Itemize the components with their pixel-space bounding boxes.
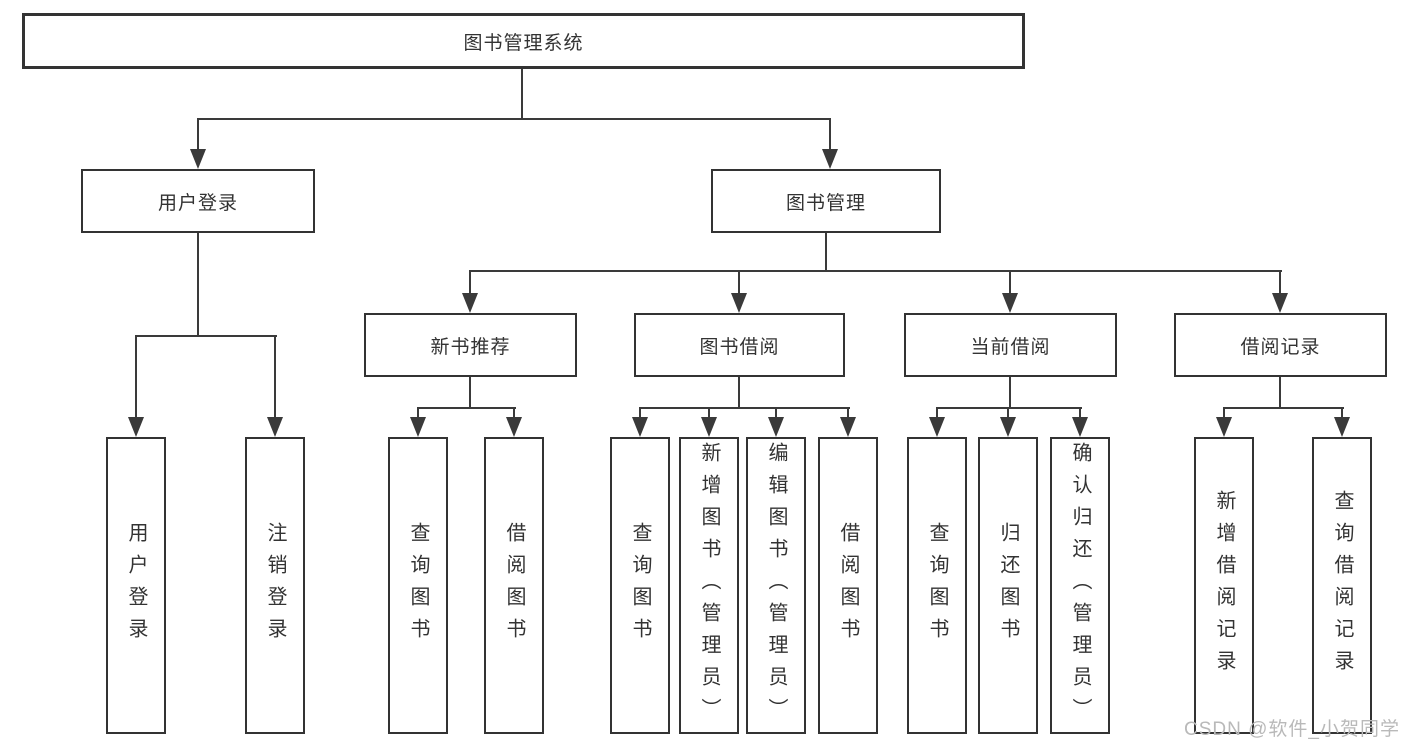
leaf-label: 注销登录 — [264, 521, 286, 650]
leaf-label: 查询图书 — [407, 521, 429, 650]
node-book-borrowing: 图书借阅 — [634, 313, 845, 377]
arrowhead-down-icon — [731, 293, 747, 313]
leaf-edit-books-admin: 编辑图书（管理员） — [746, 437, 806, 734]
connector-vline — [274, 335, 276, 417]
connector-vline — [469, 270, 471, 295]
connector-vline — [1341, 407, 1343, 419]
leaf-label: 归还图书 — [997, 521, 1019, 650]
node-current-borrowing: 当前借阅 — [904, 313, 1117, 377]
arrowhead-down-icon — [822, 149, 838, 169]
leaf-label: 新增借阅记录 — [1213, 489, 1235, 682]
leaf-user-login: 用户登录 — [106, 437, 166, 734]
arrowhead-down-icon — [267, 417, 283, 437]
connector-hline — [197, 118, 831, 120]
arrowhead-down-icon — [1272, 293, 1288, 313]
node-label: 新书推荐 — [430, 336, 511, 358]
connector-vline — [738, 377, 740, 409]
node-root-system: 图书管理系统 — [22, 13, 1025, 69]
node-label: 当前借阅 — [970, 336, 1051, 358]
node-borrowing-records: 借阅记录 — [1174, 313, 1387, 377]
leaf-label: 编辑图书（管理员） — [765, 441, 787, 730]
arrowhead-down-icon — [840, 417, 856, 437]
node-label: 图书借阅 — [699, 336, 780, 358]
leaf-label: 借阅图书 — [503, 521, 525, 650]
connector-vline — [1079, 407, 1081, 419]
connector-vline — [1009, 377, 1011, 409]
arrowhead-down-icon — [1216, 417, 1232, 437]
node-label: 借阅记录 — [1240, 336, 1321, 358]
leaf-query-books-borrowing: 查询图书 — [610, 437, 670, 734]
connector-vline — [135, 335, 137, 417]
connector-vline — [829, 118, 831, 149]
arrowhead-down-icon — [1072, 417, 1088, 437]
connector-vline — [1279, 377, 1281, 409]
connector-vline — [775, 407, 777, 419]
connector-hline — [639, 407, 850, 409]
arrowhead-down-icon — [462, 293, 478, 313]
leaf-add-borrow-record: 新增借阅记录 — [1194, 437, 1254, 734]
arrowhead-down-icon — [768, 417, 784, 437]
leaf-borrow-books-borrowing: 借阅图书 — [818, 437, 878, 734]
leaf-logout-login: 注销登录 — [245, 437, 305, 734]
leaf-add-books-admin: 新增图书（管理员） — [679, 437, 739, 734]
connector-hline — [469, 270, 1282, 272]
connector-vline — [1007, 407, 1009, 419]
connector-vline — [1223, 407, 1225, 419]
arrowhead-down-icon — [410, 417, 426, 437]
arrowhead-down-icon — [701, 417, 717, 437]
arrowhead-down-icon — [190, 149, 206, 169]
csdn-watermark: CSDN @软件_小贺同学 — [1184, 719, 1400, 740]
connector-vline — [738, 270, 740, 295]
connector-vline — [936, 407, 938, 419]
node-label: 用户登录 — [157, 192, 238, 214]
connector-vline — [1009, 270, 1011, 295]
leaf-confirm-return-admin: 确认归还（管理员） — [1050, 437, 1110, 734]
leaf-label: 查询图书 — [926, 521, 948, 650]
connector-vline — [1279, 270, 1281, 295]
leaf-label: 用户登录 — [125, 521, 147, 650]
arrowhead-down-icon — [929, 417, 945, 437]
connector-hline — [1223, 407, 1344, 409]
leaf-label: 确认归还（管理员） — [1069, 441, 1091, 730]
connector-vline — [197, 233, 199, 337]
leaf-borrow-books-recommend: 借阅图书 — [484, 437, 544, 734]
leaf-label: 新增图书（管理员） — [698, 441, 720, 730]
leaf-label: 借阅图书 — [837, 521, 859, 650]
node-new-book-recommend: 新书推荐 — [364, 313, 577, 377]
arrowhead-down-icon — [1002, 293, 1018, 313]
node-label: 图书管理系统 — [463, 32, 584, 54]
connector-vline — [639, 407, 641, 419]
connector-hline — [135, 335, 277, 337]
arrowhead-down-icon — [506, 417, 522, 437]
connector-vline — [847, 407, 849, 419]
leaf-label: 查询借阅记录 — [1331, 489, 1353, 682]
leaf-query-books-current: 查询图书 — [907, 437, 967, 734]
connector-vline — [708, 407, 710, 419]
node-user-login: 用户登录 — [81, 169, 315, 233]
connector-vline — [521, 69, 523, 120]
connector-vline — [417, 407, 419, 419]
connector-vline — [197, 118, 199, 149]
arrowhead-down-icon — [1334, 417, 1350, 437]
leaf-return-books: 归还图书 — [978, 437, 1038, 734]
leaf-label: 查询图书 — [629, 521, 651, 650]
connector-hline — [936, 407, 1082, 409]
connector-vline — [825, 233, 827, 272]
connector-vline — [469, 377, 471, 409]
node-book-management: 图书管理 — [711, 169, 941, 233]
connector-hline — [417, 407, 516, 409]
leaf-query-books-recommend: 查询图书 — [388, 437, 448, 734]
node-label: 图书管理 — [785, 192, 866, 214]
leaf-query-borrow-record: 查询借阅记录 — [1312, 437, 1372, 734]
connector-vline — [513, 407, 515, 419]
arrowhead-down-icon — [128, 417, 144, 437]
arrowhead-down-icon — [1000, 417, 1016, 437]
arrowhead-down-icon — [632, 417, 648, 437]
